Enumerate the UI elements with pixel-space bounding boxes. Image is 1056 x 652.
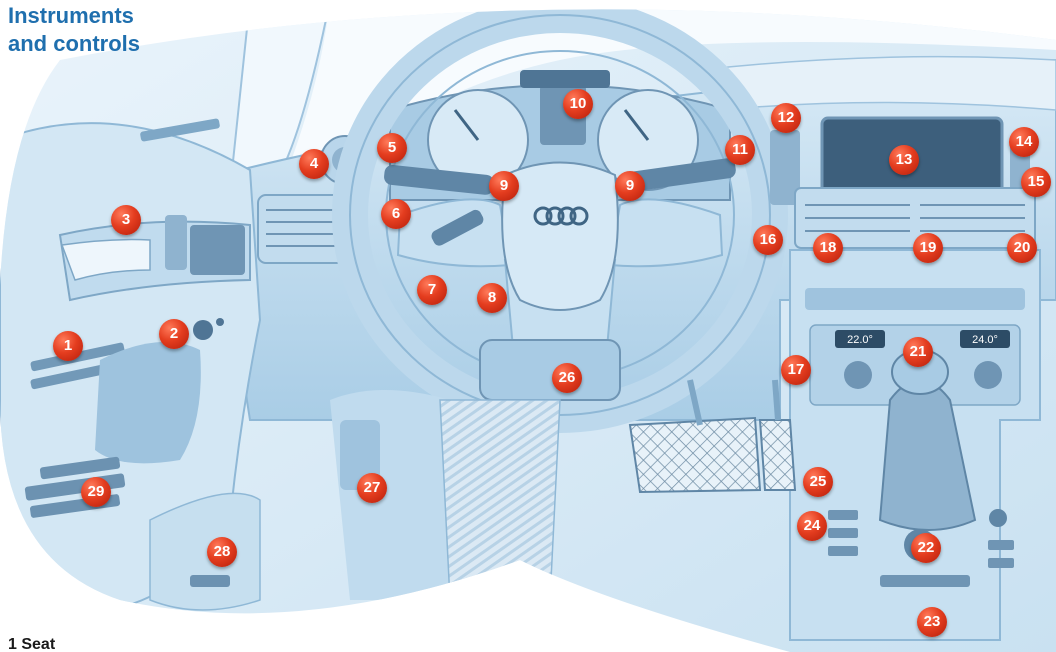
right-temp-readout: 24.0° [972,334,998,346]
callout-2: 2 [159,319,189,349]
callout-13: 13 [889,145,919,175]
callout-7: 7 [417,275,447,305]
title-line-2: and controls [8,30,140,58]
callout-19: 19 [913,233,943,263]
callout-20: 20 [1007,233,1037,263]
callout-21: 21 [903,337,933,367]
callout-22: 22 [911,533,941,563]
callout-15: 15 [1021,167,1051,197]
callout-9-right: 9 [615,171,645,201]
callout-6: 6 [381,199,411,229]
callout-28: 28 [207,537,237,567]
callout-4: 4 [299,149,329,179]
page-title: Instruments and controls [8,2,140,58]
left-temp-readout: 22.0° [847,334,873,346]
callout-26: 26 [552,363,582,393]
callout-27: 27 [357,473,387,503]
callout-17: 17 [781,355,811,385]
callout-18: 18 [813,233,843,263]
callout-24: 24 [797,511,827,541]
callout-29: 29 [81,477,111,507]
section-heading-cut: 1 Seat [8,636,55,652]
callout-11: 11 [725,135,755,165]
callout-3: 3 [111,205,141,235]
callout-12: 12 [771,103,801,133]
callout-23: 23 [917,607,947,637]
callout-5: 5 [377,133,407,163]
callout-25: 25 [803,467,833,497]
title-line-1: Instruments [8,2,140,30]
callout-1: 1 [53,331,83,361]
callout-9-left: 9 [489,171,519,201]
callout-16: 16 [753,225,783,255]
callout-10: 10 [563,89,593,119]
callout-8: 8 [477,283,507,313]
callout-14: 14 [1009,127,1039,157]
